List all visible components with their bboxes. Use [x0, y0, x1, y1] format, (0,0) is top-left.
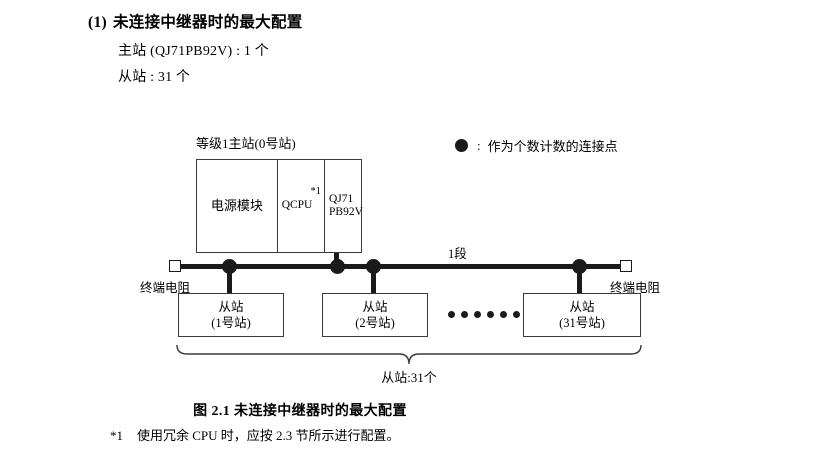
master-station-caption: 等级1主站(0号站): [196, 136, 296, 151]
segment-label: 1段: [448, 247, 467, 261]
filled-circle-icon-master: [330, 259, 345, 274]
slave1-drop-line: [227, 268, 232, 294]
slave-station-name: 从站: [362, 299, 388, 314]
power-supply-module-cell: 电源模块: [197, 160, 278, 252]
section-number: (1): [88, 14, 107, 31]
slave-station-box-2: 从站 (2号站): [322, 293, 428, 337]
qcpu-footnote-mark: *1: [310, 186, 322, 197]
terminator-right-label: 终端电阻: [610, 281, 661, 295]
bus-line: [178, 264, 626, 269]
footnote-text: 使用冗余 CPU 时，应按 2.3 节所示进行配置。: [137, 428, 400, 443]
footnote: *1 使用冗余 CPU 时，应按 2.3 节所示进行配置。: [110, 425, 400, 444]
legend: : 作为个数计数的连接点: [455, 136, 618, 155]
master-station-module: 电源模块 QCPU *1 QJ71 PB92V: [196, 159, 363, 253]
network-module-cell: QJ71 PB92V: [325, 160, 363, 252]
ellipsis-dots: [448, 311, 520, 318]
slave-group-brace-label: 从站:31个: [381, 370, 437, 385]
figure-caption: 图 2.1 未连接中继器时的最大配置: [193, 404, 407, 419]
legend-colon: :: [477, 137, 481, 153]
page-title: 未连接中继器时的最大配置: [112, 14, 303, 31]
qcpu-module-cell: QCPU *1: [278, 160, 325, 252]
brace-shape-icon: [176, 344, 642, 365]
slave-station-box-31: 从站 (31号站): [523, 293, 641, 337]
ellipsis-dot: [487, 311, 494, 318]
ellipsis-dot: [474, 311, 481, 318]
slave-station-box-1: 从站 (1号站): [178, 293, 284, 337]
filled-circle-icon: [455, 139, 468, 152]
filled-circle-icon-slave31: [572, 259, 587, 274]
square-terminator-icon-left: [169, 260, 181, 272]
slave-group-brace: [174, 344, 644, 367]
slave-station-name: 从站: [218, 299, 244, 314]
filled-circle-icon-slave1: [222, 259, 237, 274]
network-module-label-line1: QJ71: [329, 192, 354, 205]
footnote-mark: *1: [110, 428, 123, 443]
slave-station-number: (2号站): [355, 316, 395, 330]
legend-label: 作为个数计数的连接点: [487, 139, 618, 154]
ellipsis-dot: [448, 311, 455, 318]
slave31-drop-line: [577, 268, 582, 294]
ellipsis-dot: [461, 311, 468, 318]
slave-station-name: 从站: [569, 299, 595, 314]
ellipsis-dot: [513, 311, 520, 318]
slave2-drop-line: [371, 268, 376, 294]
qcpu-module-label: QCPU: [281, 199, 313, 212]
filled-circle-icon-slave2: [366, 259, 381, 274]
square-terminator-icon-right: [620, 260, 632, 272]
slave-station-number: (1号站): [211, 316, 251, 330]
spec-slave-count: 从站 : 31 个: [118, 70, 191, 85]
spec-master-count: 主站 (QJ71PB92V) : 1 个: [118, 44, 270, 59]
ellipsis-dot: [500, 311, 507, 318]
terminator-left-label: 终端电阻: [140, 281, 191, 295]
network-module-label-line2: PB92V: [329, 206, 363, 218]
slave-station-number: (31号站): [559, 316, 605, 330]
section-heading: (1) 未连接中继器时的最大配置: [88, 10, 303, 32]
power-supply-module-label: 电源模块: [210, 197, 263, 213]
